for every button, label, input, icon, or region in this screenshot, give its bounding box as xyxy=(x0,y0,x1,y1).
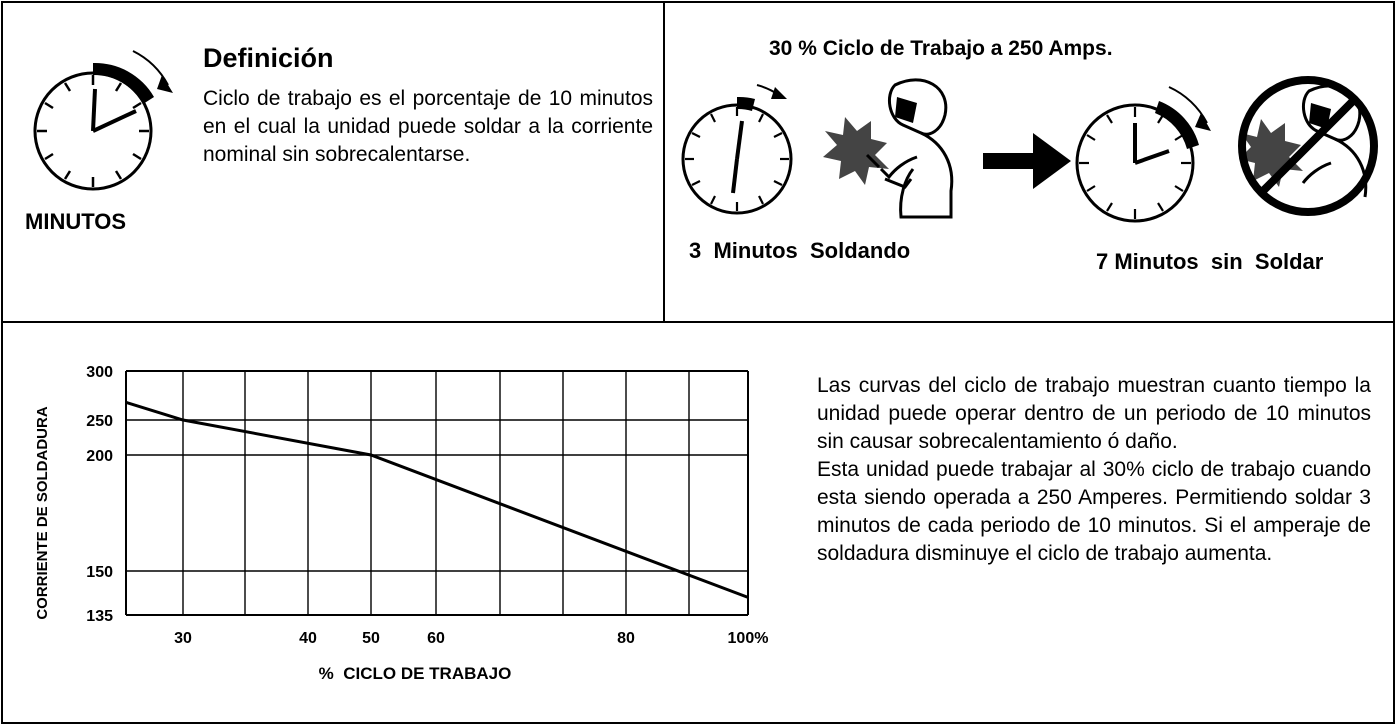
no-welding-icon xyxy=(1238,76,1378,216)
arrow-right-icon xyxy=(983,133,1071,189)
clock-rest-icon xyxy=(1075,86,1211,223)
duty-cycle-example-panel: 30 % Ciclo de Trabajo a 250 Amps. xyxy=(663,1,1395,323)
duty-cycle-example-title: 30 % Ciclo de Trabajo a 250 Amps. xyxy=(769,37,1113,60)
definition-panel: MINUTOS Definición Ciclo de trabajo es e… xyxy=(1,1,665,323)
duty-cycle-chart: 30 40 50 60 80 100% 135 150 200 250 300 CORRIENTE … xyxy=(34,364,769,683)
rest-time-label: 7 Minutos sin Soldar xyxy=(1096,249,1324,274)
x-tick-label: 80 xyxy=(617,630,635,647)
description-paragraph-2: Esta unidad puede trabajar al 30% ciclo … xyxy=(817,458,1371,565)
x-tick-label: 100% xyxy=(728,630,769,647)
duty-cycle-curve xyxy=(125,400,749,599)
welder-working-icon xyxy=(823,78,954,219)
clock-label: MINUTOS xyxy=(25,209,127,234)
y-tick-label: 250 xyxy=(86,413,113,430)
y-axis-label: CORRIENTE DE SOLDADURA xyxy=(34,406,51,620)
x-tick-label: 40 xyxy=(299,630,317,647)
duty-cycle-chart-panel: 30 40 50 60 80 100% 135 150 200 250 300 CORRIENTE … xyxy=(1,321,1395,724)
definition-title: Definición xyxy=(203,43,334,73)
definition-text: Ciclo de trabajo es el porcentaje de 10 … xyxy=(203,87,653,166)
clock-icon xyxy=(33,50,173,191)
y-tick-label: 135 xyxy=(86,608,113,625)
description-paragraph-1: Las curvas del ciclo de trabajo muestran… xyxy=(817,374,1371,453)
clock-welding-icon xyxy=(681,84,793,215)
welding-time-label: 3 Minutos Soldando xyxy=(689,238,911,263)
y-tick-label: 300 xyxy=(86,364,113,381)
y-tick-label: 200 xyxy=(86,448,113,465)
x-tick-label: 30 xyxy=(174,630,192,647)
x-tick-label: 50 xyxy=(362,630,380,647)
y-tick-label: 150 xyxy=(86,564,113,581)
x-axis-label: % CICLO DE TRABAJO xyxy=(319,664,512,683)
x-tick-label: 60 xyxy=(427,630,445,647)
duty-cycle-description: Las curvas del ciclo de trabajo muestran… xyxy=(817,372,1371,568)
